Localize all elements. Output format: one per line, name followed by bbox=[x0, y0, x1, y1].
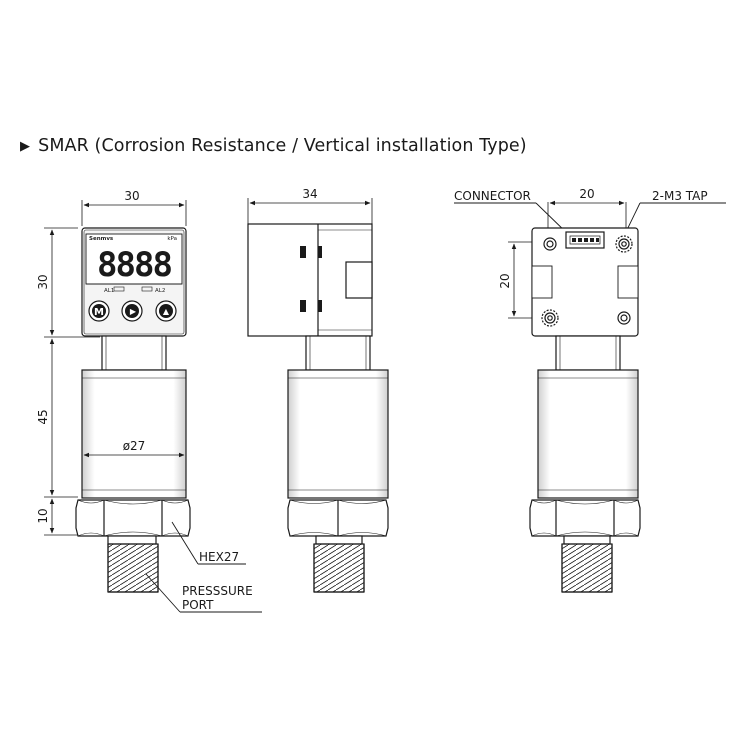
back-height-label: 20 bbox=[498, 273, 512, 288]
tap-hole-bottom-left bbox=[541, 309, 559, 327]
hex-callout: HEX27 bbox=[171, 521, 246, 565]
body-height-label: 45 bbox=[36, 409, 50, 424]
front-width-label: 30 bbox=[124, 189, 139, 203]
side-width-dimension: 34 bbox=[247, 187, 373, 226]
tap-hole-bottom-right bbox=[617, 311, 631, 325]
side-body-cylinder bbox=[287, 369, 389, 499]
brand-label: Senmvs bbox=[89, 236, 114, 242]
connector-label: CONNECTOR bbox=[454, 189, 531, 203]
tap-callout: 2-M3 TAP bbox=[623, 189, 726, 237]
up-button-icon: ▲ bbox=[163, 307, 170, 316]
display-panel: Senmvs kPa 8888 AL1 AL2 bbox=[85, 233, 183, 294]
back-width-label: 20 bbox=[579, 187, 594, 201]
mode-button[interactable]: M bbox=[88, 300, 110, 322]
front-height-dimensions: 30 45 10 bbox=[36, 227, 100, 536]
head-height-label: 30 bbox=[36, 274, 50, 289]
back-view: 20 20 CONNECTOR 2-M3 TAP bbox=[454, 187, 726, 593]
back-pressure-thread bbox=[561, 543, 613, 593]
side-view: 34 bbox=[247, 187, 389, 593]
side-connector-block bbox=[345, 261, 373, 299]
port-callout-line1: PRESSSURE bbox=[182, 584, 253, 598]
front-buttons: M ▶ ▲ bbox=[88, 300, 177, 322]
back-hex-nut bbox=[529, 499, 641, 537]
drawing-heading: ▶ SMAR (Corrosion Resistance / Vertical i… bbox=[20, 136, 527, 156]
alarm1-label: AL1 bbox=[104, 288, 114, 294]
hex-callout-label: HEX27 bbox=[199, 550, 239, 564]
tap-hole-top-left bbox=[543, 237, 557, 251]
front-view: 30 30 45 10 Senmvs kPa 8888 AL1 bbox=[36, 189, 262, 613]
unit-label: kPa bbox=[167, 236, 177, 242]
front-neck bbox=[101, 335, 167, 371]
side-width-label: 34 bbox=[302, 187, 317, 201]
digit-readout: 8888 bbox=[97, 245, 171, 285]
mode-button-label: M bbox=[94, 307, 104, 318]
diameter-dimension: ø27 bbox=[83, 439, 185, 458]
hex-height-label: 10 bbox=[36, 508, 50, 523]
port-callout: PRESSSURE PORT bbox=[145, 573, 262, 613]
front-hex-nut bbox=[75, 499, 191, 537]
side-pressure-thread bbox=[313, 543, 365, 593]
front-width-dimension: 30 bbox=[81, 189, 187, 226]
tap-label: 2-M3 TAP bbox=[652, 189, 708, 203]
heading-text: SMAR (Corrosion Resistance / Vertical in… bbox=[38, 136, 527, 156]
port-callout-line2: PORT bbox=[182, 598, 214, 612]
back-body-cylinder bbox=[537, 369, 639, 499]
alarm2-label: AL2 bbox=[155, 288, 165, 294]
back-width-dimension: 20 bbox=[547, 187, 627, 230]
diameter-label: ø27 bbox=[123, 439, 146, 453]
tap-hole-top-right bbox=[615, 235, 633, 253]
bullet-icon: ▶ bbox=[20, 139, 31, 154]
front-body-cylinder bbox=[81, 369, 187, 499]
right-button[interactable]: ▶ bbox=[121, 300, 143, 322]
right-button-icon: ▶ bbox=[130, 307, 137, 316]
front-pressure-thread bbox=[107, 543, 159, 593]
up-button[interactable]: ▲ bbox=[155, 300, 177, 322]
